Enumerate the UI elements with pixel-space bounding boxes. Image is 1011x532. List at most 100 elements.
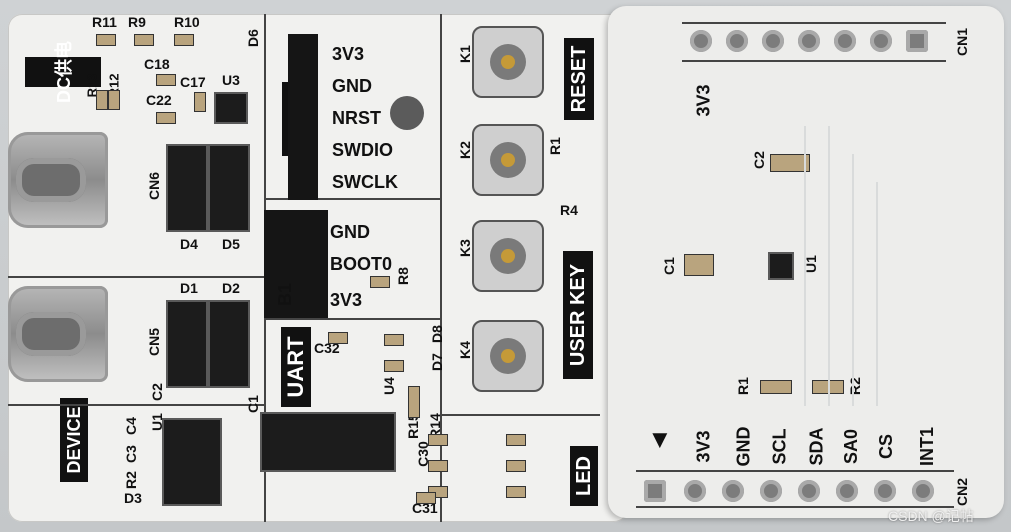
ref-c3: C3 [122,445,139,463]
smd-component [408,386,420,418]
ref-c18: C18 [144,56,170,72]
header-pin [726,30,748,52]
bottom-pin-scl: SCL [769,428,790,465]
module-ref-r2: R2 [846,377,863,395]
boot-pin-3: 3V3 [330,290,363,310]
usb-c-socket-top [16,158,86,202]
smd-component [416,492,436,504]
b1-label: B1 [275,282,296,307]
header-pin [834,30,856,52]
usb-c-socket-bottom [16,312,86,356]
swd-header[interactable] [288,34,318,200]
smd-component [134,34,154,46]
trace [876,182,878,406]
smd-component [384,360,404,372]
ref-d2: D2 [222,280,240,296]
diode-d4 [166,144,208,232]
header-pin [870,30,892,52]
header-pin [762,30,784,52]
bottom-header-frame-top [636,470,954,472]
ref-d1: D1 [180,280,198,296]
reset-button-k1[interactable] [472,26,544,98]
bottom-header-pin [836,480,858,502]
smd-component [156,74,176,86]
smd-component [96,34,116,46]
ref-r2: R2 [122,471,139,489]
module-ref-c1: C1 [660,257,677,275]
button-core [501,153,515,167]
bottom-header-pin [912,480,934,502]
smd-component [506,460,526,472]
boot-header[interactable] [264,210,328,318]
ref-c2: C2 [148,383,165,401]
bottom-header-pin [874,480,896,502]
usb-c-port-cn6[interactable] [8,132,108,228]
ref-c31: C31 [412,500,438,516]
ref-k2: K2 [456,141,473,159]
button-cap [490,338,526,374]
boot-pin-1: GND [330,222,370,242]
button-core [501,349,515,363]
header-pin [906,30,928,52]
user-key-k2[interactable] [472,124,544,196]
ref-k1: K1 [456,45,473,63]
bottom-pin-gnd: GND [733,426,754,467]
module-ref-c2: C2 [750,151,767,169]
smd-component [428,460,448,472]
bottom-header-pin [760,480,782,502]
smd-component [328,332,348,344]
smd-component [194,92,206,112]
ref-c1: C1 [244,395,261,413]
main-pcb: DC供电 DEVICE SWD UART RESET USER KEY LED … [8,14,628,522]
smd-component [108,90,120,110]
bottom-pin-sa0: SA0 [841,428,862,465]
device-label: DEVICE [60,398,88,482]
regulator-u1 [162,418,222,506]
arrow-mark: ◀ [648,433,669,448]
module-top-3v3: 3V3 [693,84,714,117]
sensor-chip-u1 [768,252,794,280]
separator-device [8,404,264,406]
module-cn2: CN2 [954,477,971,507]
smd-component [156,112,176,124]
ref-d3: D3 [124,490,142,506]
usb-c-port-cn5[interactable] [8,286,108,382]
separator-uart [264,318,440,320]
smd-component [506,434,526,446]
mounting-hole [390,96,424,130]
user-key-k3[interactable] [472,220,544,292]
ref-c17: C17 [180,74,206,90]
reset-label: RESET [564,38,594,120]
top-header-frame [682,22,946,24]
smd-component [506,486,526,498]
ref-d7: D7 [428,353,445,371]
swd-pin-5: SWCLK [332,172,398,192]
button-cap [490,238,526,274]
swd-pin-4: SWDIO [332,140,393,160]
ref-d4: D4 [180,236,198,252]
separator-swd-boot [264,198,440,200]
button-core [501,249,515,263]
ref-u4: U4 [380,377,397,395]
ref-c32: C32 [314,340,340,356]
diode-d2 [208,300,250,388]
user-key-k4[interactable] [472,320,544,392]
module-ref-r1: R1 [734,377,751,395]
bottom-pin-cs: CS [876,433,897,460]
led-label: LED [570,446,598,506]
capacitor-c2 [770,154,810,172]
smd-component [174,34,194,46]
trace [852,154,854,406]
smd-component [96,90,108,110]
ref-r11: R11 [92,14,117,30]
capacitor-c1 [684,254,714,276]
bottom-header-pin [722,480,744,502]
ref-r8: R8 [394,267,411,285]
diode-d1 [166,300,208,388]
ref-u3: U3 [222,72,240,88]
button-cap [490,142,526,178]
boot-pin-2: BOOT0 [330,254,393,274]
button-cap [490,44,526,80]
ref-r9: R9 [128,14,146,30]
